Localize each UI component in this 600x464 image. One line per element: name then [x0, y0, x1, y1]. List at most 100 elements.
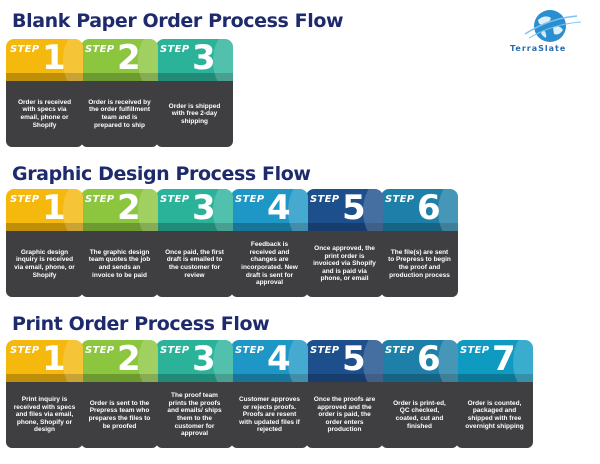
step-number: 2: [117, 39, 141, 78]
step-description: The proof team prints the proofs and ema…: [156, 382, 233, 448]
step-description: Order is print-ed, QC checked, coated, c…: [381, 382, 458, 448]
step-label: STEP: [160, 44, 190, 55]
step-description-text: Feedback is received and changes are inc…: [241, 241, 298, 287]
step-number: 1: [42, 189, 66, 228]
step-description-text: Once paid, the first draft is emailed to…: [165, 248, 224, 279]
step-number: 3: [192, 39, 216, 78]
step-description: Order is received by the order fulfillme…: [81, 81, 158, 147]
step-label: STEP: [310, 194, 340, 205]
step-number: 6: [417, 189, 441, 228]
step-description: Print inquiry is received with specs and…: [6, 382, 83, 448]
step-description: Order is received with specs via email, …: [6, 81, 83, 147]
step-description-text: Order is received with specs via email, …: [17, 98, 72, 129]
step-description: Once the proofs are approved and the ord…: [306, 382, 383, 448]
step-description: Once approved, the print order is invoic…: [306, 231, 383, 297]
section-title-graphic-design: Graphic Design Process Flow: [12, 163, 311, 185]
step-label: STEP: [10, 44, 40, 55]
step-label: STEP: [385, 194, 415, 205]
step-label: STEP: [160, 345, 190, 356]
step-description-text: Once the proofs are approved and the ord…: [313, 396, 376, 434]
step-description-text: The proof team prints the proofs and ema…: [167, 392, 222, 438]
step-label: STEP: [235, 194, 265, 205]
step-number: 4: [267, 340, 291, 379]
step-label: STEP: [235, 345, 265, 356]
step-description: Order is sent to the Prepress team who p…: [81, 382, 158, 448]
step-description-text: Graphic design inquiry is received via e…: [14, 248, 75, 279]
terraslate-logo: [505, 8, 595, 58]
step-label: STEP: [160, 194, 190, 205]
step-number: 6: [417, 340, 441, 379]
step-label: STEP: [85, 194, 115, 205]
step-label: STEP: [10, 194, 40, 205]
section-title-print-order: Print Order Process Flow: [12, 313, 270, 335]
step-number: 3: [192, 189, 216, 228]
step-description-text: The graphic design team quotes the job a…: [88, 248, 151, 279]
step-number: 1: [42, 39, 66, 78]
step-number: 1: [42, 340, 66, 379]
logo-text: TerraSlate: [510, 44, 567, 53]
step-label: STEP: [10, 345, 40, 356]
step-description: Order is counted, packaged and shipped w…: [456, 382, 533, 448]
step-number: 2: [117, 340, 141, 379]
section-title-blank-paper: Blank Paper Order Process Flow: [12, 10, 344, 32]
step-description: Order is shipped with free 2-day shippin…: [156, 81, 233, 147]
step-label: STEP: [385, 345, 415, 356]
globe-icon: [524, 10, 582, 42]
step-label: STEP: [310, 345, 340, 356]
step-description: The graphic design team quotes the job a…: [81, 231, 158, 297]
step-description-text: Order is shipped with free 2-day shippin…: [168, 102, 221, 125]
step-number: 4: [267, 189, 291, 228]
step-number: 2: [117, 189, 141, 228]
step-description: Once paid, the first draft is emailed to…: [156, 231, 233, 297]
step-number: 3: [192, 340, 216, 379]
step-number: 7: [492, 340, 516, 379]
step-description-text: Once approved, the print order is invoic…: [313, 245, 376, 283]
step-number: 5: [342, 340, 366, 379]
step-label: STEP: [460, 345, 490, 356]
step-description-text: Order is counted, packaged and shipped w…: [465, 399, 524, 430]
step-description-text: Order is sent to the Prepress team who p…: [88, 399, 151, 430]
step-description: Customer approves or rejects proofs. Pro…: [231, 382, 308, 448]
step-description-text: Order is received by the order fulfillme…: [88, 98, 151, 129]
step-description: Feedback is received and changes are inc…: [231, 231, 308, 297]
step-description-text: Customer approves or rejects proofs. Pro…: [238, 396, 301, 434]
step-label: STEP: [85, 345, 115, 356]
step-description-text: Print inquiry is received with specs and…: [13, 396, 76, 434]
step-label: STEP: [85, 44, 115, 55]
step-number: 5: [342, 189, 366, 228]
step-description-text: The file(s) are sent to Prepress to begi…: [388, 248, 451, 279]
step-description-text: Order is print-ed, QC checked, coated, c…: [393, 399, 446, 430]
